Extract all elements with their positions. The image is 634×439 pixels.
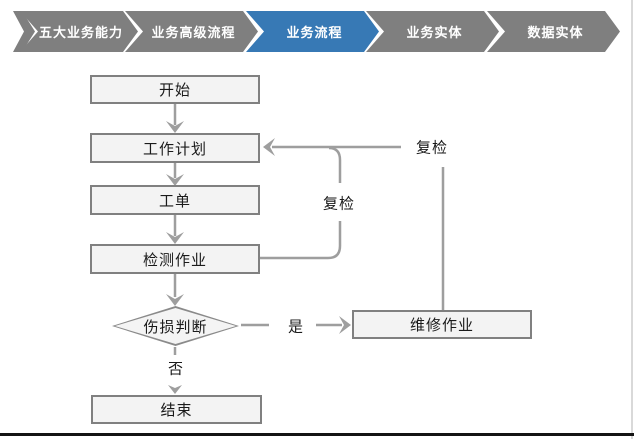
- connector-inspect-to-judge: [166, 274, 184, 306]
- flow-node-end: 结束: [91, 395, 262, 424]
- step-tab-business-process-active[interactable]: 业务流程: [246, 11, 379, 52]
- step-tab-five-capabilities[interactable]: 五大业务能力: [20, 11, 138, 52]
- step-tab-label: 数据实体: [527, 25, 584, 40]
- page-bottom-border: [0, 433, 634, 436]
- page-right-border: [631, 0, 633, 439]
- step-tab-high-level-process[interactable]: 业务高级流程: [125, 11, 258, 52]
- edge-label-recheck-inner: 复检: [320, 192, 358, 214]
- flow-node-work-plan: 工作计划: [90, 133, 260, 163]
- flow-node-label: 伤损判断: [143, 318, 208, 336]
- flow-node-label: 工单: [158, 192, 191, 210]
- flow-node-label: 检测作业: [142, 251, 207, 269]
- connector-start-to-plan: [166, 104, 184, 133]
- flow-node-label: 维修作业: [409, 317, 474, 334]
- flow-node-label: 结束: [160, 402, 193, 419]
- connector-recheck-into-plan: [263, 138, 401, 156]
- flow-node-repair: 维修作业: [352, 310, 532, 339]
- step-nav: 五大业务能力 业务高级流程 业务流程 业务实体 数据实体: [0, 11, 634, 52]
- edge-label-yes: 是: [285, 315, 307, 337]
- step-tab-label: 五大业务能力: [38, 25, 123, 40]
- step-tab-business-entity[interactable]: 业务实体: [366, 11, 499, 52]
- flow-node-start: 开始: [90, 75, 260, 104]
- step-tab-label: 业务实体: [406, 25, 463, 40]
- step-tab-data-entity[interactable]: 数据实体: [487, 11, 620, 52]
- connector-order-to-inspect: [166, 215, 184, 244]
- edge-label-recheck-outer: 复检: [413, 136, 451, 158]
- flow-node-work-order: 工单: [90, 185, 260, 215]
- flow-node-label: 工作计划: [142, 140, 207, 158]
- connector-plan-to-order: [166, 163, 184, 186]
- flow-node-inspection: 检测作业: [90, 244, 260, 274]
- step-tab-label: 业务高级流程: [151, 25, 236, 40]
- edge-label-no: 否: [165, 357, 187, 379]
- step-tab-label: 业务流程: [286, 25, 343, 40]
- flow-node-label: 开始: [158, 82, 191, 99]
- flow-node-damage-decision: 伤损判断: [112, 306, 239, 346]
